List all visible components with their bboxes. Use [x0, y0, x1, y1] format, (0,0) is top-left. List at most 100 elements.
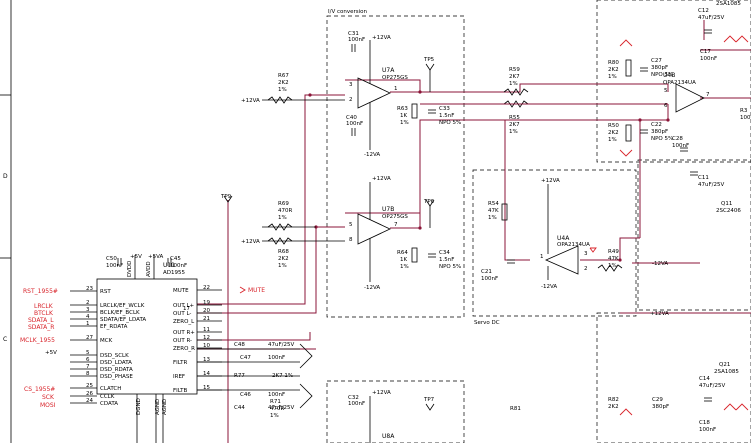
svg-text:TP6: TP6 [423, 199, 435, 205]
svg-text:AVDD: AVDD [146, 261, 152, 277]
svg-text:-12VA: -12VA [652, 261, 668, 267]
svg-text:1%: 1% [509, 81, 518, 87]
svg-text:3: 3 [349, 82, 353, 88]
svg-text:U11: U11 [163, 262, 175, 269]
opamp-u4b: 5 6 7 U4B OPA2134UA [663, 72, 710, 113]
svg-text:+12VA: +12VA [650, 311, 669, 317]
capacitor-c32: C32 100nF [348, 395, 365, 407]
capacitor-c34: C34 1.5nF NPO 5% [428, 250, 461, 270]
svg-text:1%: 1% [608, 74, 617, 80]
dac-pin-number: 1 [86, 321, 90, 327]
svg-text:6: 6 [664, 103, 668, 109]
svg-text:+5V: +5V [45, 350, 57, 356]
opamp-u4a: 3 2 1 U4A OPA2134UA +12VA -12VA [540, 178, 597, 290]
transistor-q11: Q11 2SC2406 [716, 201, 741, 214]
dac-pin-name: ZERO_R [173, 346, 195, 352]
svg-text:R49: R49 [608, 249, 619, 255]
svg-text:1%: 1% [400, 264, 409, 270]
svg-text:+5VA: +5VA [148, 254, 164, 260]
dac-pin-name: CLATCH [100, 386, 121, 392]
capacitor-c17: C17 100nF [700, 35, 749, 62]
transistor-q21: Q21 2SA1085 [714, 362, 739, 375]
dac-pin-name: IREF [173, 374, 185, 380]
svg-text:470R: 470R [278, 208, 292, 214]
svg-text:R3: R3 [740, 108, 748, 114]
svg-text:R59: R59 [509, 67, 520, 73]
svg-text:TP9: TP9 [220, 194, 232, 200]
svg-text:OPA2134UA: OPA2134UA [557, 242, 590, 248]
servo-dc-title: Servo DC [474, 320, 500, 326]
svg-text:R80: R80 [608, 60, 619, 66]
svg-text:1%: 1% [608, 263, 617, 269]
output-block-middle [637, 159, 751, 311]
svg-text:100nF: 100nF [672, 143, 689, 149]
svg-text:C48: C48 [234, 342, 245, 348]
svg-text:2K2: 2K2 [278, 256, 289, 262]
svg-text:100nF: 100nF [700, 56, 717, 62]
testpoint-tp5: TP5 [423, 57, 435, 92]
svg-text:C21: C21 [481, 269, 492, 275]
dac-filter-caps: C48 47uF/25V C47 100nF R77 2K7 1% C46 10… [197, 342, 313, 411]
svg-text:1.5nF: 1.5nF [439, 257, 454, 263]
svg-text:1%: 1% [509, 129, 518, 135]
capacitor-c28: C28 100nF [672, 136, 689, 152]
svg-text:NPO 5%: NPO 5% [651, 136, 673, 142]
dac-pin-number: 21 [203, 316, 210, 322]
dac-pin-number: 24 [86, 398, 93, 404]
signal-cs: CS_1955# [24, 386, 55, 393]
svg-text:100nF: 100nF [348, 37, 365, 43]
svg-text:+12VA: +12VA [372, 390, 391, 396]
signal-sdata-r: SDATA_R [28, 324, 54, 331]
dac-pin-number: 25 [86, 383, 93, 389]
svg-text:C12: C12 [698, 8, 709, 14]
svg-text:+12VA: +12VA [541, 178, 560, 184]
svg-text:R64: R64 [397, 250, 408, 256]
svg-text:AGND: AGND [162, 399, 168, 415]
svg-text:47K: 47K [608, 256, 619, 262]
dac-pin-number: 11 [203, 327, 210, 333]
svg-text:3: 3 [584, 251, 588, 257]
resistor-r67: R67 2K2 1% +12VA [241, 73, 345, 104]
svg-text:380pF: 380pF [651, 129, 668, 135]
svg-text:2K7: 2K7 [509, 122, 520, 128]
capacitor-c27: C27 380pF NPO 5% [640, 58, 673, 78]
dac-pin-number: 8 [86, 371, 90, 377]
svg-text:C14: C14 [699, 376, 710, 382]
svg-text:2K2: 2K2 [608, 67, 619, 73]
svg-text:100nF: 100nF [106, 263, 123, 269]
dac-pin-name: MUTE [173, 288, 189, 294]
svg-text:R67: R67 [278, 73, 289, 79]
dac-power-decoupling: C50 100nF +5V +5VA C45 100nF +5V [45, 254, 187, 356]
resistor-r54: R54 47K 1% [488, 201, 508, 221]
dac-pin-number: 13 [203, 357, 210, 363]
svg-text:47uF/25V: 47uF/25V [268, 342, 294, 348]
svg-text:DGND: DGND [136, 398, 142, 415]
svg-text:2SA1085: 2SA1085 [714, 369, 739, 375]
svg-text:U7B: U7B [382, 206, 394, 213]
svg-text:8: 8 [349, 237, 353, 243]
svg-text:1%: 1% [278, 215, 287, 221]
resistor-r69: R69 470R 1% [262, 201, 316, 231]
capacitor-c22: C22 380pF NPO 5% [640, 122, 673, 142]
svg-text:-12VA: -12VA [364, 285, 380, 291]
signal-sdata-l: SDATA_L [28, 317, 54, 324]
dac-pin-number: 6 [86, 357, 90, 363]
svg-text:U4B: U4B [663, 72, 675, 79]
svg-text:2SA1085: 2SA1085 [716, 1, 741, 7]
servo-dc-block [472, 169, 637, 317]
resistor-r68: R68 2K2 1% +12VA [241, 237, 345, 269]
dac-u11: U11 AD1955 DVDD AVDD DGND AGND AGND 17 2… [70, 255, 222, 443]
dac-pin-number: 12 [203, 335, 210, 341]
svg-text:TP5: TP5 [423, 57, 435, 63]
svg-text:Q11: Q11 [721, 201, 732, 207]
svg-text:1%: 1% [488, 215, 497, 221]
dac-pin-number: 5 [86, 350, 90, 356]
